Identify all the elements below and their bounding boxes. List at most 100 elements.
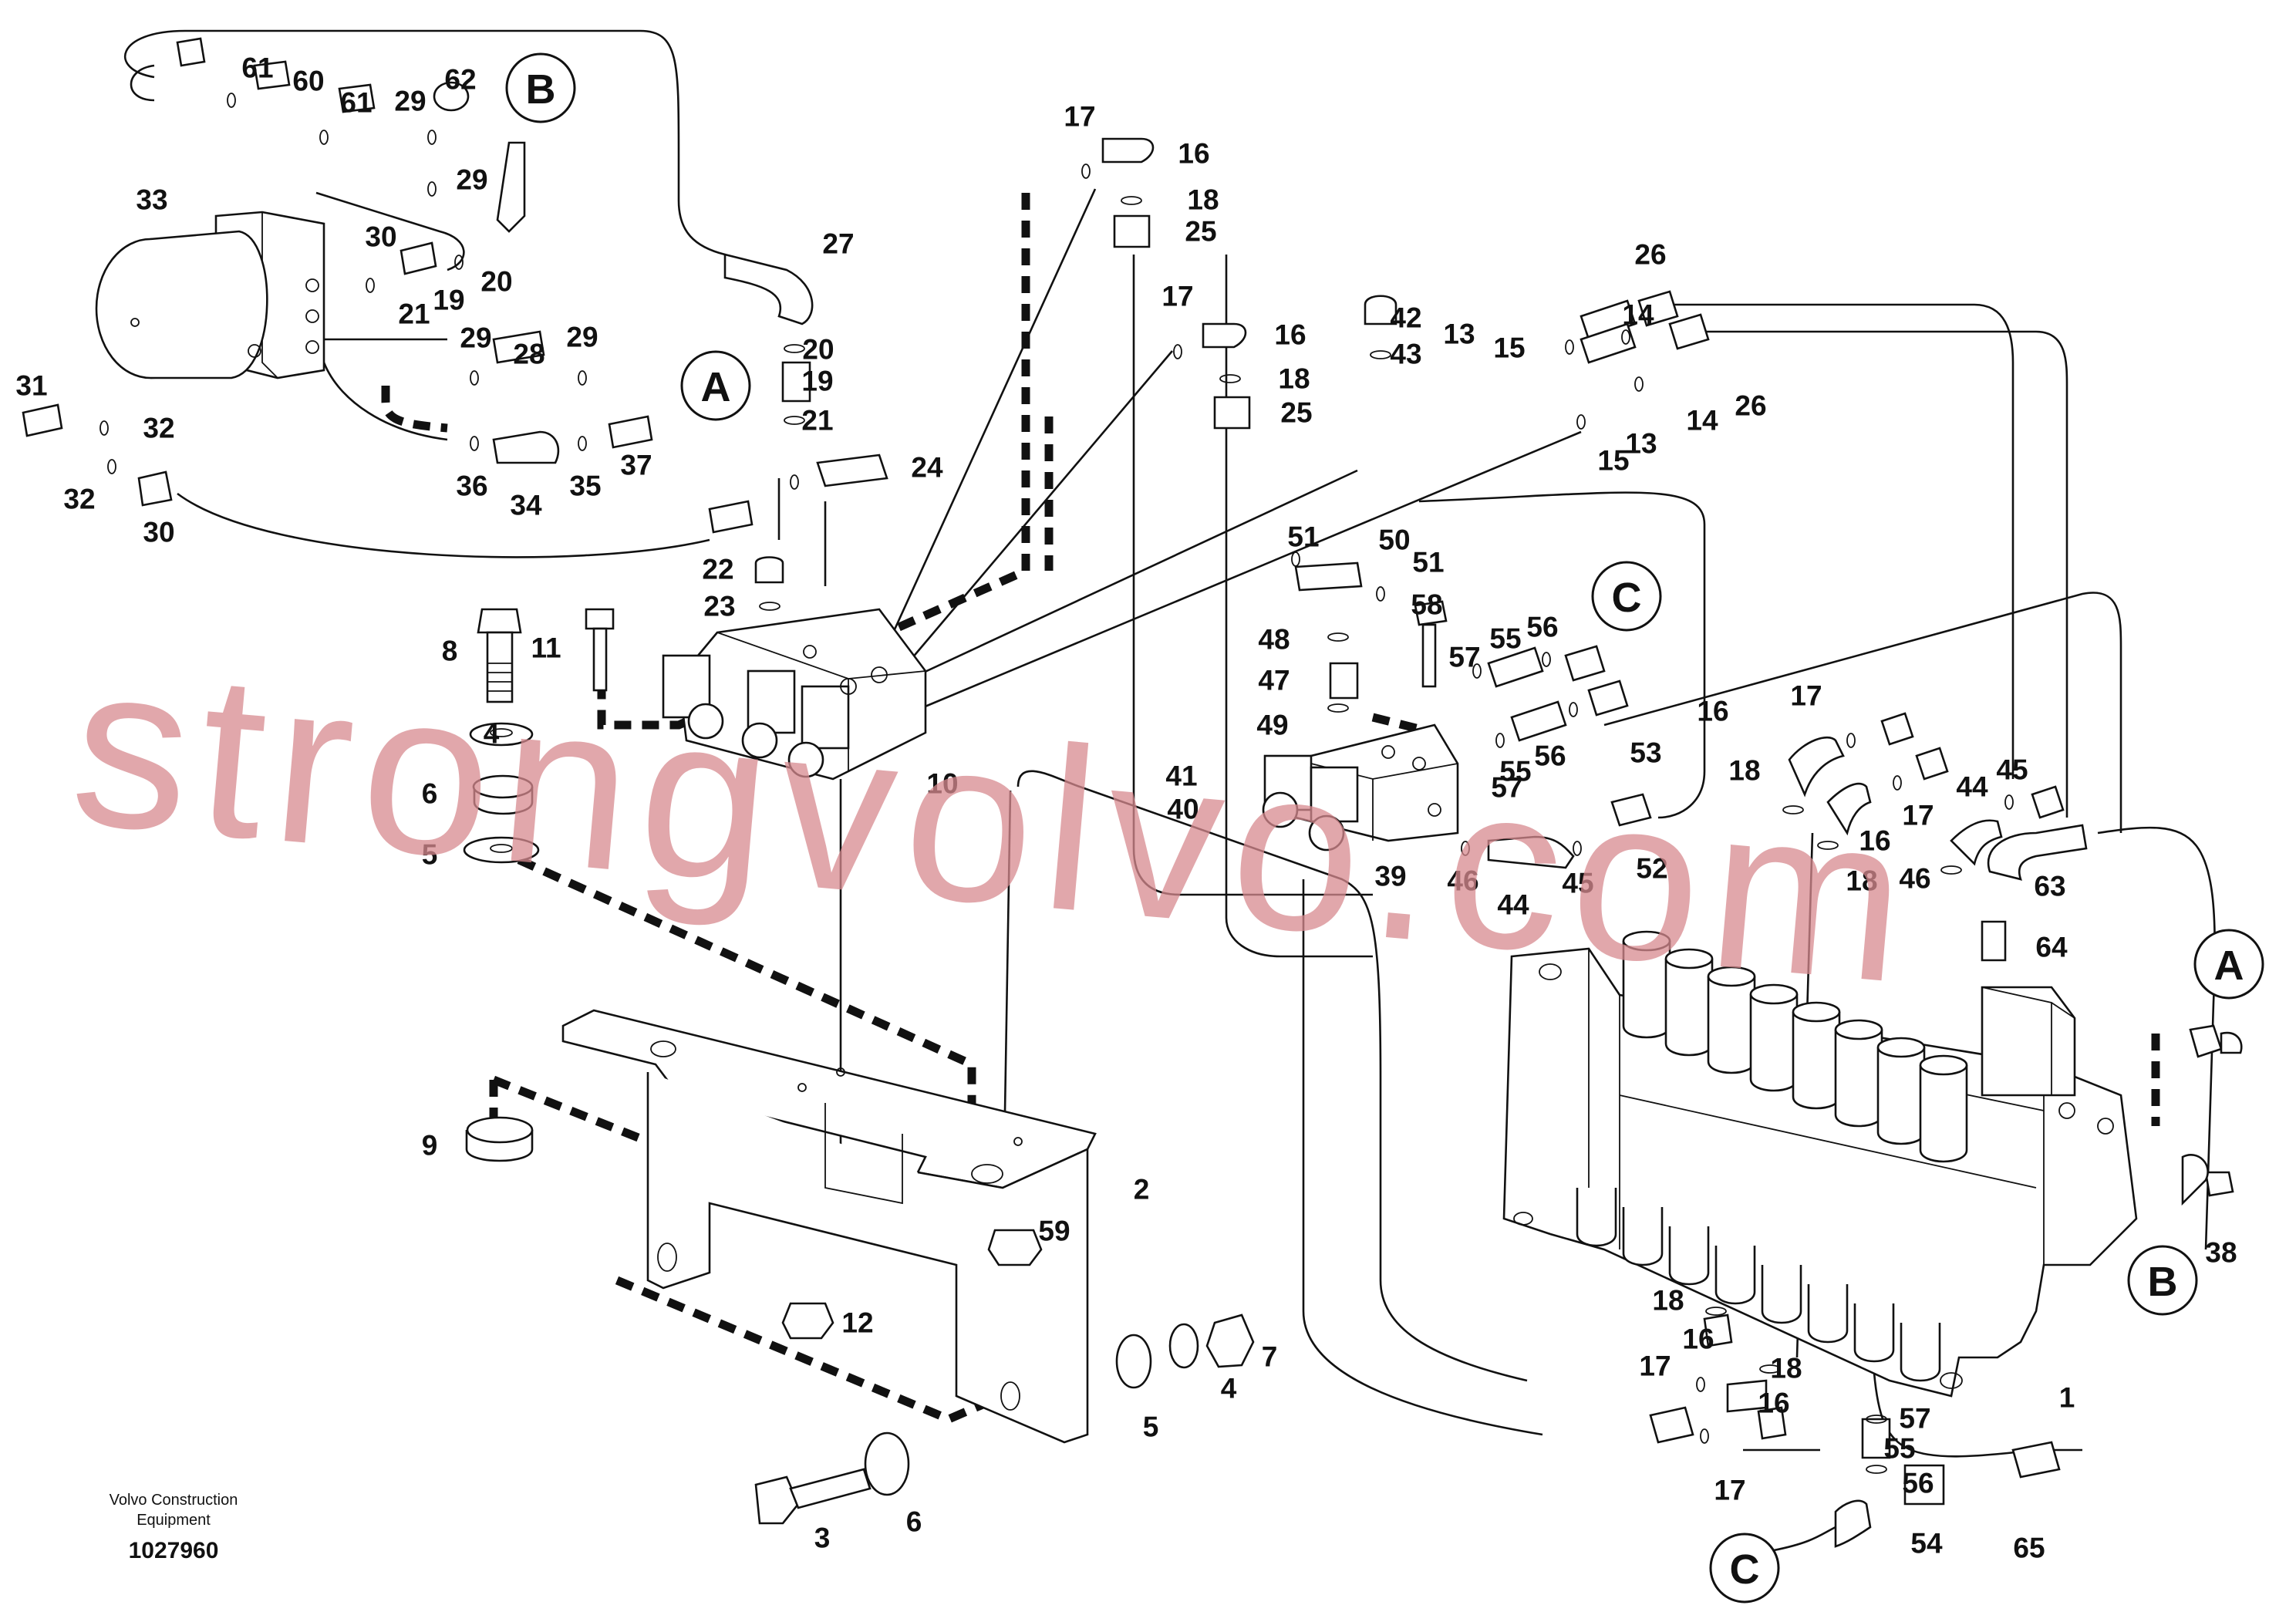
section-ref-letter: A [2214,943,2244,989]
part-callout-19: 19 [801,366,833,397]
section-ref-b: B [505,52,576,123]
part-callout-4: 4 [484,718,500,750]
part-callout-18: 18 [1770,1353,1802,1384]
part-callout-17: 17 [1790,680,1822,712]
part-callout-36: 36 [456,470,487,502]
section-ref-c: C [1709,1533,1780,1603]
part-callout-15: 15 [1597,445,1629,477]
part-callout-3: 3 [814,1523,831,1554]
part-callout-17: 17 [1714,1475,1745,1506]
part-callout-57: 57 [1448,642,1480,673]
part-callout-25: 25 [1185,216,1216,248]
part-callout-26: 26 [1735,390,1766,422]
part-callout-39: 39 [1374,861,1406,892]
part-callout-16: 16 [1274,319,1306,351]
footer: Volvo Construction Equipment 1027960 [77,1490,270,1564]
part-callout-41: 41 [1165,760,1197,792]
section-ref-c: C [1591,561,1662,632]
part-callout-57: 57 [1491,772,1522,804]
part-callout-16: 16 [1758,1388,1789,1419]
part-callout-53: 53 [1630,737,1661,769]
part-callout-26: 26 [1634,239,1666,271]
part-callout-20: 20 [802,334,834,366]
part-callout-35: 35 [569,470,601,502]
part-callout-34: 34 [510,490,542,521]
part-callout-10: 10 [926,768,958,800]
part-callout-12: 12 [841,1307,873,1339]
section-ref-circle [1591,561,1662,632]
accumulator-assembly [95,211,325,379]
part-callout-33: 33 [136,184,167,216]
part-callout-17: 17 [1902,800,1934,831]
part-callout-5: 5 [422,839,438,871]
part-callout-62: 62 [444,64,476,96]
section-reference-markers: B A C A B C [505,52,2264,1603]
part-callout-2: 2 [1134,1174,1150,1206]
section-ref-circle [505,52,576,123]
section-ref-letter: A [701,364,731,410]
part-callout-13: 13 [1625,428,1657,460]
part-callout-18: 18 [1846,865,1877,897]
section-ref-letter: C [1612,575,1642,621]
part-callout-29: 29 [566,322,598,353]
part-callout-16: 16 [1178,138,1209,170]
part-callout-21: 21 [398,298,430,330]
part-callout-4: 4 [1221,1373,1237,1404]
part-callout-51: 51 [1412,547,1444,578]
part-callout-58: 58 [1411,589,1442,621]
part-callout-9: 9 [422,1130,438,1162]
part-callout-25: 25 [1280,397,1312,429]
part-callout-13: 13 [1443,319,1475,350]
part-callout-64: 64 [2035,932,2068,963]
drawing-number: 1027960 [128,1538,219,1563]
hardware-parts [22,37,2243,1548]
part-callout-6: 6 [906,1506,922,1538]
company-name: Volvo Construction Equipment [109,1492,238,1529]
part-callout-8: 8 [442,636,458,667]
part-callout-55: 55 [1489,623,1521,655]
part-callout-23: 23 [703,591,735,622]
part-callout-29: 29 [460,322,491,354]
part-callout-14: 14 [1622,299,1654,331]
part-callout-46: 46 [1899,863,1930,895]
section-ref-letter: B [526,66,556,113]
part-callout-21: 21 [801,405,833,437]
part-callout-31: 31 [15,370,47,402]
part-callout-55: 55 [1499,756,1531,787]
part-callout-16: 16 [1697,696,1728,727]
part-callout-24: 24 [911,452,943,484]
part-callout-17: 17 [1639,1351,1671,1382]
part-callout-16: 16 [1859,825,1890,857]
part-callout-44: 44 [1956,771,1988,803]
solenoid-valve-block-10 [662,608,927,781]
part-callout-7: 7 [1262,1341,1278,1373]
watermark: strongvolvo.com [63,613,1926,1034]
part-callout-44: 44 [1497,889,1529,921]
section-ref-circle [1709,1533,1780,1603]
part-callout-42: 42 [1390,302,1421,334]
section-ref-letter: C [1730,1546,1760,1593]
part-callout-5: 5 [1143,1411,1159,1443]
part-callout-61: 61 [241,52,273,84]
part-callout-56: 56 [1534,740,1566,772]
part-callout-38: 38 [2205,1237,2237,1269]
part-callout-29: 29 [456,164,487,196]
part-callout-18: 18 [1728,755,1760,787]
part-callout-14: 14 [1686,405,1718,437]
part-callout-60: 60 [292,66,324,97]
part-callout-47: 47 [1258,665,1290,696]
part-callout-6: 6 [422,778,438,810]
section-ref-letter: B [2148,1259,2178,1305]
part-callout-56: 56 [1902,1468,1934,1499]
part-number-callouts: 1234455667891011121313141415151616161616… [15,52,2237,1564]
part-callout-45: 45 [1996,754,2028,786]
part-callout-65: 65 [2013,1533,2045,1564]
part-callout-29: 29 [394,86,426,117]
part-callout-57: 57 [1899,1403,1930,1435]
part-callout-32: 32 [63,484,95,515]
part-callout-51: 51 [1287,521,1319,553]
part-callout-46: 46 [1447,865,1478,897]
control-valve-sections [1576,930,1968,1382]
part-callout-32: 32 [143,413,174,444]
